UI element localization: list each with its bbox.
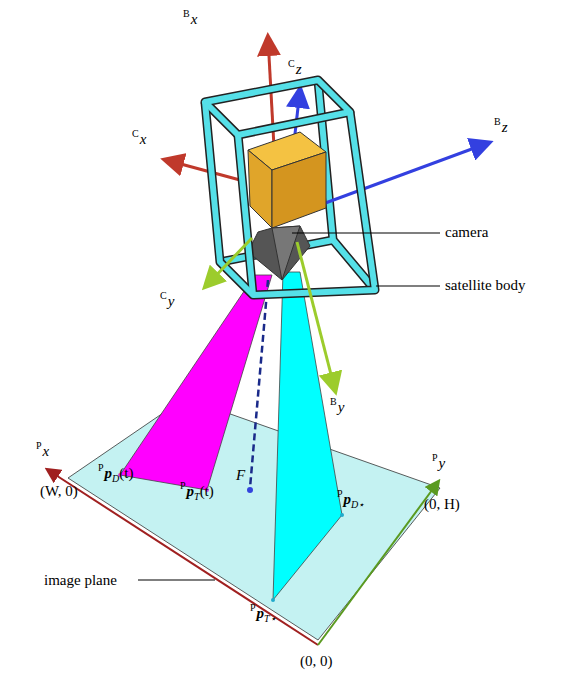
focal-point bbox=[247, 487, 253, 493]
label-text: x bbox=[43, 443, 50, 459]
plane-label: image plane bbox=[44, 571, 117, 589]
label-text: (0, 0) bbox=[300, 653, 333, 669]
label-text: P bbox=[36, 440, 42, 451]
ptstar-point bbox=[271, 598, 275, 602]
label-text: y bbox=[168, 293, 175, 309]
current-projection bbox=[120, 275, 272, 490]
label-text: P bbox=[432, 452, 438, 463]
focal-label: F bbox=[236, 466, 245, 484]
label-text: T⋆ bbox=[264, 613, 276, 624]
pdstar-point bbox=[340, 513, 344, 517]
camera-label: camera bbox=[445, 223, 488, 241]
label-text: B bbox=[330, 396, 337, 407]
camera-body bbox=[248, 132, 326, 280]
label-text: P bbox=[180, 480, 186, 491]
label-text: p bbox=[187, 483, 195, 499]
label-text: T bbox=[194, 491, 200, 502]
point-label: PpT(t) bbox=[180, 480, 214, 503]
label-text: B bbox=[183, 8, 190, 19]
px-label: Px bbox=[36, 440, 49, 460]
label-text: C bbox=[288, 58, 295, 69]
label-text: (W, 0) bbox=[40, 483, 78, 499]
point-label: PpD(t) bbox=[98, 462, 133, 485]
label-text: (0, H) bbox=[424, 496, 460, 512]
bz-label: Bz bbox=[494, 116, 508, 136]
label-text: p bbox=[257, 605, 265, 621]
label-text: D bbox=[112, 473, 119, 484]
label-text: p bbox=[105, 465, 113, 481]
coord-label: (W, 0) bbox=[40, 482, 78, 500]
point-label: PpT⋆ bbox=[250, 602, 276, 625]
coord-label: (0, 0) bbox=[300, 652, 333, 670]
coord-label: (0, H) bbox=[424, 495, 460, 513]
label-text: image plane bbox=[44, 572, 117, 588]
label-text: (t) bbox=[200, 483, 214, 499]
cy-label: Cy bbox=[160, 290, 174, 310]
body-label: satellite body bbox=[445, 276, 525, 294]
focal-line bbox=[250, 280, 268, 488]
plane-leader bbox=[138, 579, 215, 580]
label-text: C bbox=[160, 290, 167, 301]
target-projection bbox=[273, 272, 342, 600]
label-text: x bbox=[191, 11, 198, 27]
cy-axis bbox=[206, 238, 252, 286]
satellite-frame-front bbox=[205, 80, 375, 295]
by-axis bbox=[297, 242, 335, 390]
label-text: z bbox=[296, 61, 302, 77]
label-text: P bbox=[250, 602, 256, 613]
bz-axis bbox=[320, 143, 488, 205]
label-text: y bbox=[338, 399, 345, 415]
label-text: D⋆ bbox=[351, 499, 364, 510]
label-text: P bbox=[98, 462, 104, 473]
cz-label: Cz bbox=[288, 58, 302, 78]
label-text: satellite body bbox=[445, 277, 525, 293]
label-text: B bbox=[494, 116, 501, 127]
label-text: C bbox=[132, 128, 139, 139]
label-text: (t) bbox=[119, 465, 133, 481]
body-leader bbox=[376, 285, 440, 286]
label-text: P bbox=[337, 488, 343, 499]
bx-label: Bx bbox=[183, 8, 197, 28]
label-text: y bbox=[439, 455, 446, 471]
label-text: p bbox=[344, 491, 352, 507]
camera-leader bbox=[292, 232, 440, 233]
cx-label: Cx bbox=[132, 128, 146, 148]
cx-axis bbox=[166, 160, 240, 180]
point-label: PpD⋆ bbox=[337, 488, 364, 511]
label-text: F bbox=[236, 467, 245, 483]
label-text: z bbox=[502, 119, 508, 135]
label-text: camera bbox=[445, 224, 488, 240]
label-text: x bbox=[140, 131, 147, 147]
py-label: Py bbox=[432, 452, 445, 472]
by-label: By bbox=[330, 396, 344, 416]
